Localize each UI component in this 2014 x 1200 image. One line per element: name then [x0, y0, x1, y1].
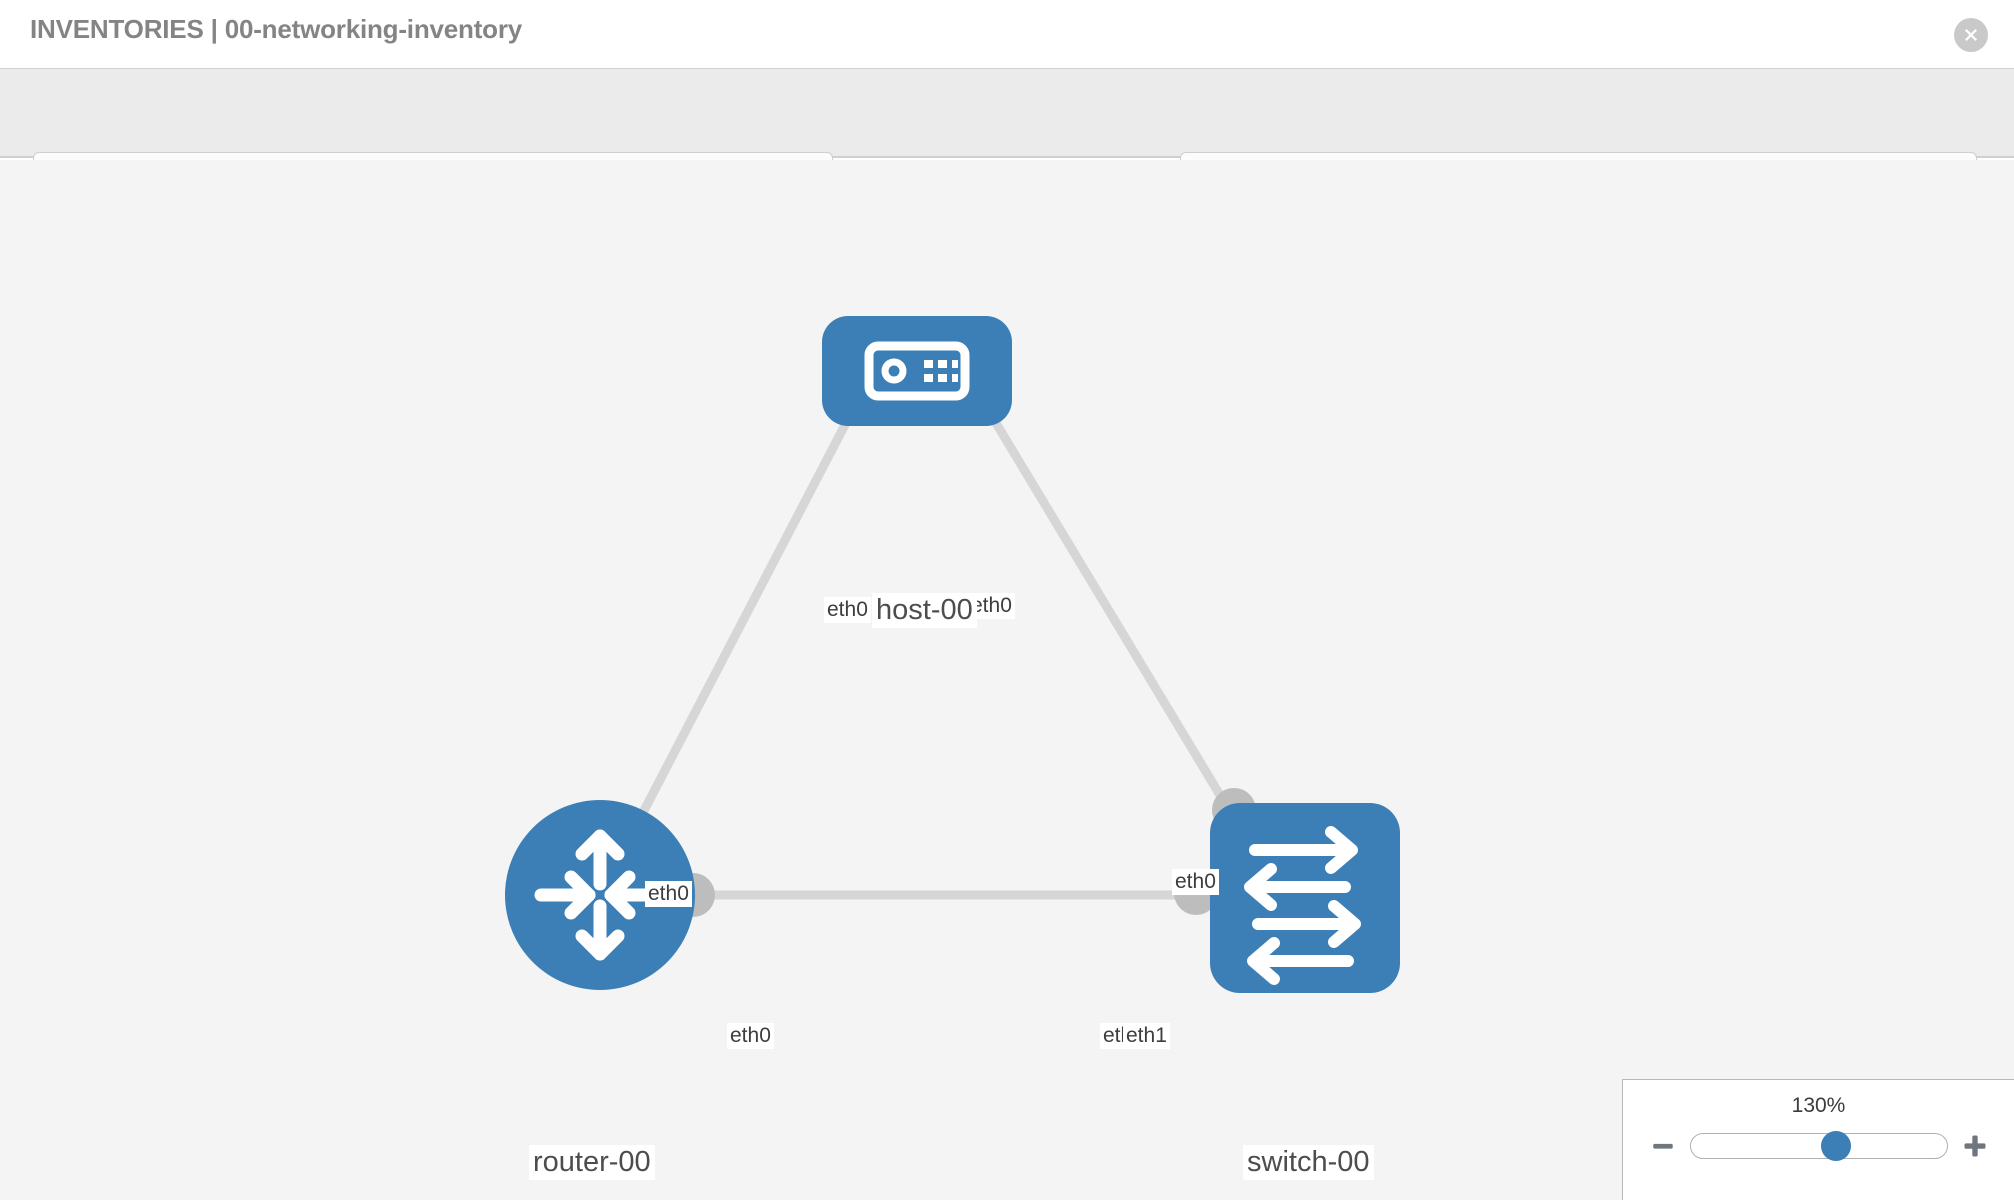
node-label-switch: switch-00 — [1243, 1145, 1374, 1180]
node-router-00 — [505, 800, 695, 990]
server-icon — [864, 341, 970, 401]
page-header: INVENTORIES | 00-networking-inventory — [0, 0, 2014, 68]
switch-arrows-icon — [1244, 826, 1361, 985]
plus-icon[interactable] — [1958, 1129, 1992, 1163]
edge-label: eth0 — [727, 1023, 774, 1049]
edge-label: eth0 — [824, 597, 871, 623]
edge-label: eth0 — [1172, 869, 1219, 895]
edge-host-router — [596, 347, 888, 898]
edge-host-switch — [948, 347, 1242, 828]
zoom-slider[interactable] — [1689, 1131, 1948, 1161]
node-label-router: router-00 — [529, 1145, 655, 1180]
node-label-host: host-00 — [872, 593, 977, 628]
zoom-control-panel: 130% — [1622, 1079, 2014, 1200]
edge-label: eth1 — [1123, 1023, 1170, 1049]
node-switch-00 — [1210, 803, 1400, 993]
topology-canvas[interactable]: eth0 eth0 eth0 eth0 eth0 eth eth1 host-0… — [0, 160, 2014, 1200]
edge-label: eth0 — [645, 881, 692, 907]
topology-graph — [505, 316, 1400, 993]
close-icon[interactable] — [1954, 18, 1988, 52]
page-title: INVENTORIES | 00-networking-inventory — [30, 14, 523, 44]
node-host-00 — [822, 316, 1012, 426]
toolbar: ACTIONS SEARCH — [0, 68, 2014, 204]
zoom-slider-thumb[interactable] — [1821, 1131, 1852, 1161]
zoom-level-value: 130% — [1791, 1094, 1846, 1117]
minus-icon[interactable] — [1646, 1129, 1680, 1163]
router-arrows-icon — [534, 829, 666, 961]
